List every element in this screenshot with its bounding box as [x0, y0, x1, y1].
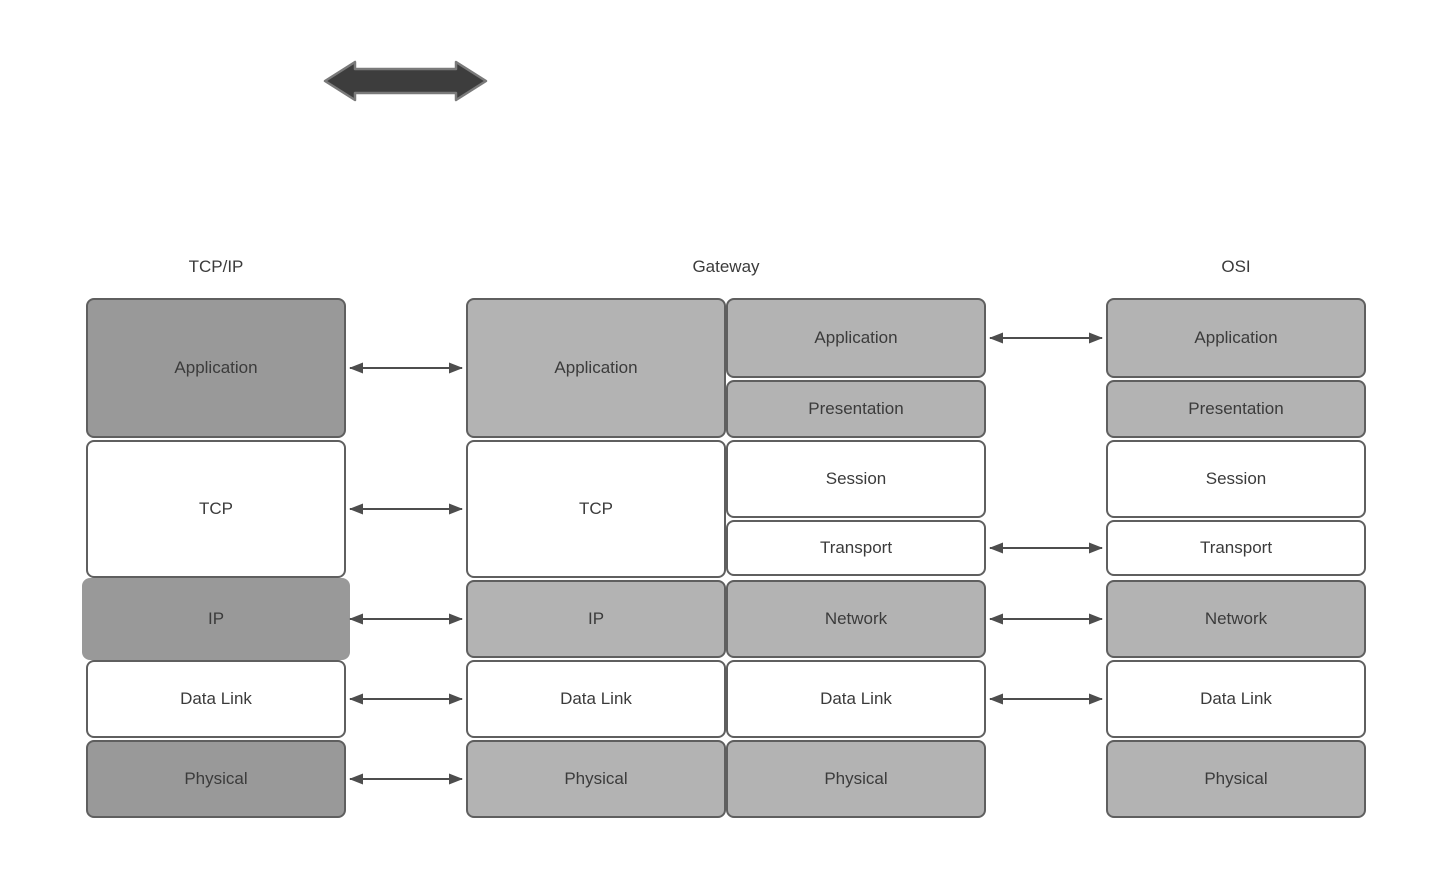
- tcpip-layer-application: Application: [86, 298, 346, 438]
- gateway-left-layer-physical: Physical: [466, 740, 726, 818]
- gateway-right-layer-presentation: Presentation: [726, 380, 986, 438]
- tcpip-layer-ip: IP: [82, 578, 350, 660]
- gateway-right-layer-application: Application: [726, 298, 986, 378]
- osi-layer-session: Session: [1106, 440, 1366, 518]
- gateway-right-layer-session: Session: [726, 440, 986, 518]
- gateway-left-layer-ip: IP: [466, 580, 726, 658]
- gateway-left-layer-data-link: Data Link: [466, 660, 726, 738]
- tcpip-layer-physical: Physical: [86, 740, 346, 818]
- gateway-right-layer-data-link: Data Link: [726, 660, 986, 738]
- gateway-right-layer-transport: Transport: [726, 520, 986, 576]
- gateway-right-layer-network: Network: [726, 580, 986, 658]
- gateway-stack-title: Gateway: [692, 257, 760, 276]
- osi-layer-physical: Physical: [1106, 740, 1366, 818]
- osi-layer-application: Application: [1106, 298, 1366, 378]
- gateway-right-layer-physical: Physical: [726, 740, 986, 818]
- tcpip-layer-tcp: TCP: [86, 440, 346, 578]
- osi-layer-data-link: Data Link: [1106, 660, 1366, 738]
- gateway-left-layer-tcp: TCP: [466, 440, 726, 578]
- osi-layer-transport: Transport: [1106, 520, 1366, 576]
- horizontal-double-arrow-icon: [323, 60, 488, 102]
- gateway-left-layer-application: Application: [466, 298, 726, 438]
- tcpip-layer-data-link: Data Link: [86, 660, 346, 738]
- osi-stack-title: OSI: [1221, 257, 1251, 276]
- osi-layer-network: Network: [1106, 580, 1366, 658]
- tcpip-stack-title: TCP/IP: [188, 257, 244, 276]
- osi-layer-presentation: Presentation: [1106, 380, 1366, 438]
